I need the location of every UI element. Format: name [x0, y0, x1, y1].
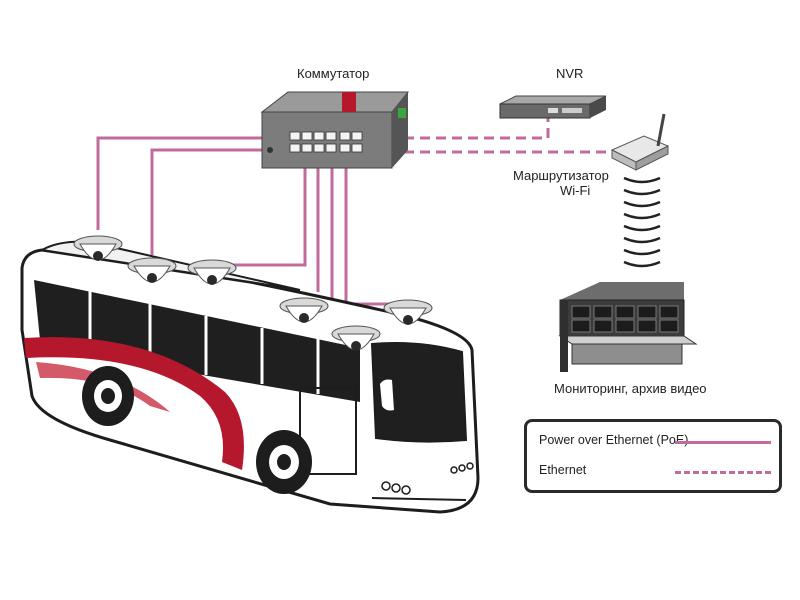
wifi-signal-icon	[623, 176, 661, 268]
legend-poe-line	[675, 441, 771, 444]
nvr-recorder	[499, 95, 607, 119]
poe-cable-2	[150, 148, 286, 255]
dome-cameras	[73, 235, 433, 351]
bus-illustration	[20, 240, 480, 514]
bus-side-windows	[34, 280, 360, 402]
legend-poe-label: Power over Ethernet (PoE)	[539, 433, 689, 447]
legend-ethernet-line	[675, 471, 771, 474]
dome-camera-5	[383, 299, 433, 325]
dome-camera-6	[331, 325, 381, 351]
dome-camera-4	[279, 297, 329, 323]
router-label-line1: Маршрутизатор	[513, 168, 609, 183]
poe-cable-5	[330, 160, 348, 319]
dome-camera-2	[127, 257, 177, 283]
monitoring-label: Мониторинг, архив видео	[554, 381, 707, 396]
poe-cable-3	[230, 160, 307, 267]
router-label-line2: Wi-Fi	[560, 183, 591, 198]
legend: Power over Ethernet (PoE) Ethernet	[524, 419, 782, 493]
dome-camera-3	[187, 259, 237, 285]
bus-windshield	[370, 342, 468, 443]
network-switch	[260, 91, 410, 169]
poe-cable-1	[96, 136, 286, 230]
bus-wheel-front	[256, 430, 312, 494]
monitoring-console	[558, 282, 698, 372]
dome-camera-1	[73, 235, 123, 261]
bus-stripe	[24, 337, 244, 470]
poe-cable-6	[344, 160, 395, 306]
bus-wheel-rear	[82, 366, 134, 426]
ethernet-switch-nvr	[372, 118, 550, 140]
wifi-router	[610, 113, 670, 171]
nvr-label: NVR	[556, 66, 584, 81]
switch-label: Коммутатор	[297, 66, 370, 81]
ethernet-cables	[372, 118, 612, 154]
legend-ethernet-label: Ethernet	[539, 463, 587, 477]
